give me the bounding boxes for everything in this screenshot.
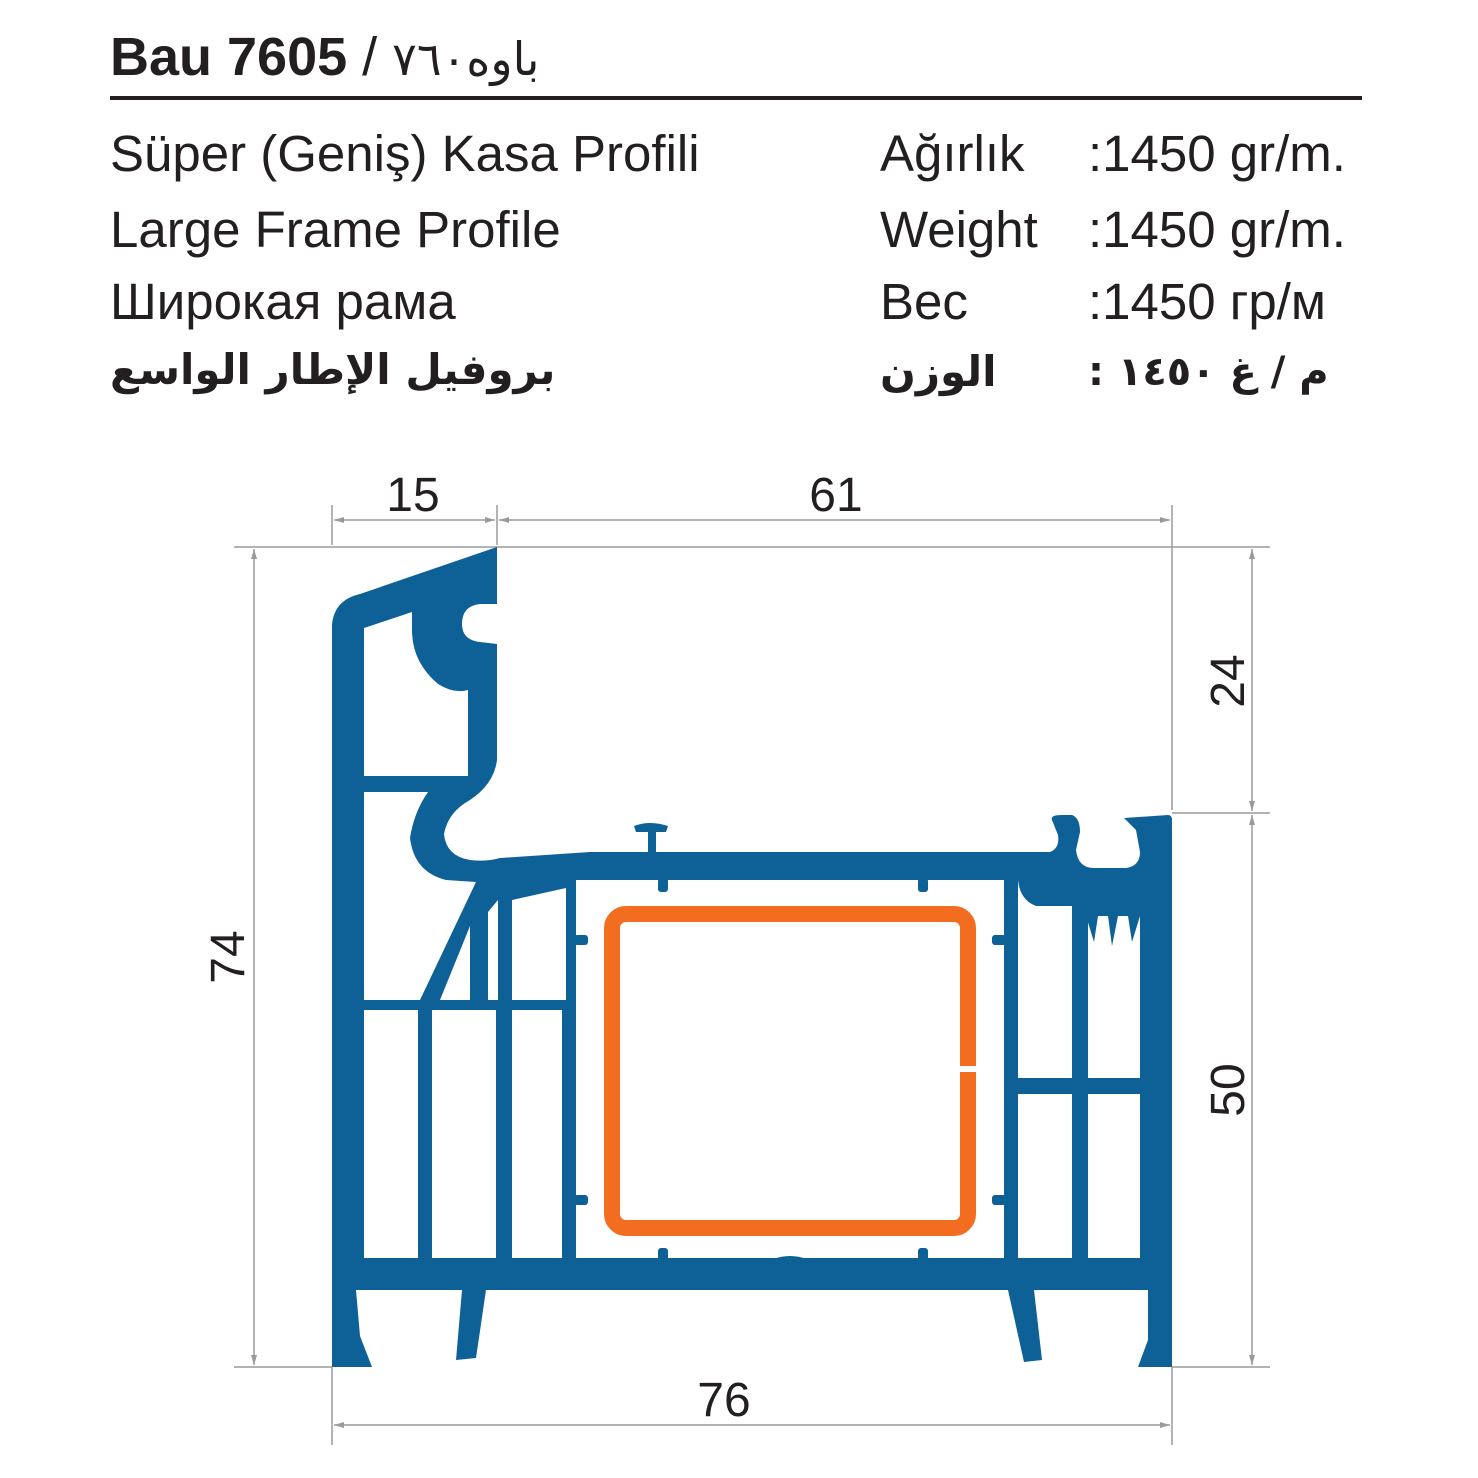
- chamber-nub: [992, 1195, 1006, 1205]
- model-number: Bau 7605: [110, 27, 348, 87]
- page-title: Bau 7605 / باوه٧٦٠: [110, 26, 539, 90]
- chamber-nub: [574, 1195, 588, 1205]
- weight-value-english: :1450 gr/m.: [1088, 201, 1346, 258]
- steel-reinforcement: [604, 906, 978, 1236]
- chamber-nub: [658, 878, 668, 892]
- weight-value-turkish: :1450 gr/m.: [1088, 125, 1346, 182]
- glazing-bead-clip: [634, 823, 668, 852]
- dimension-lines: [234, 505, 1270, 1445]
- model-number-arabic: باوه٧٦٠: [392, 32, 540, 86]
- dim-label-15: 15: [386, 469, 439, 522]
- chamber-nub: [918, 878, 928, 892]
- reinforcement-outline: [604, 906, 976, 1236]
- profile-name-russian: Широкая рама: [110, 273, 456, 330]
- title-separator: /: [347, 27, 393, 87]
- chamber-nub: [918, 1248, 928, 1262]
- weight-label-turkish: Ağırlık: [880, 125, 1025, 182]
- chamber-nub: [574, 935, 588, 945]
- profile-body: [332, 547, 1172, 1367]
- pvc-profile: [332, 547, 1172, 1367]
- weight-value-russian: :1450 гр/м: [1088, 273, 1326, 330]
- chamber-nub: [992, 935, 1006, 945]
- profile-name-turkish: Süper (Geniş) Kasa Profili: [110, 125, 700, 182]
- header-divider: [110, 96, 1362, 100]
- gasket-teeth: [1086, 916, 1140, 946]
- dim-label-74: 74: [202, 930, 255, 983]
- chamber-nub: [658, 1248, 668, 1262]
- dim-label-24: 24: [1202, 654, 1255, 707]
- weight-label-arabic: الوزن: [880, 347, 997, 396]
- bottom-bump: [768, 1256, 812, 1276]
- weight-label-english: Weight: [880, 201, 1038, 258]
- weight-value-arabic: : م / غ ١٤٥٠: [1088, 349, 1329, 395]
- profile-name-english: Large Frame Profile: [110, 201, 561, 258]
- profile-name-arabic: بروفيل الإطار الواسع: [110, 345, 556, 394]
- weight-label-russian: Вес: [880, 273, 968, 330]
- dim-label-76: 76: [697, 1374, 750, 1427]
- dim-label-61: 61: [809, 469, 862, 522]
- dim-label-50: 50: [1202, 1063, 1255, 1116]
- reinforcement-gap: [958, 1066, 978, 1072]
